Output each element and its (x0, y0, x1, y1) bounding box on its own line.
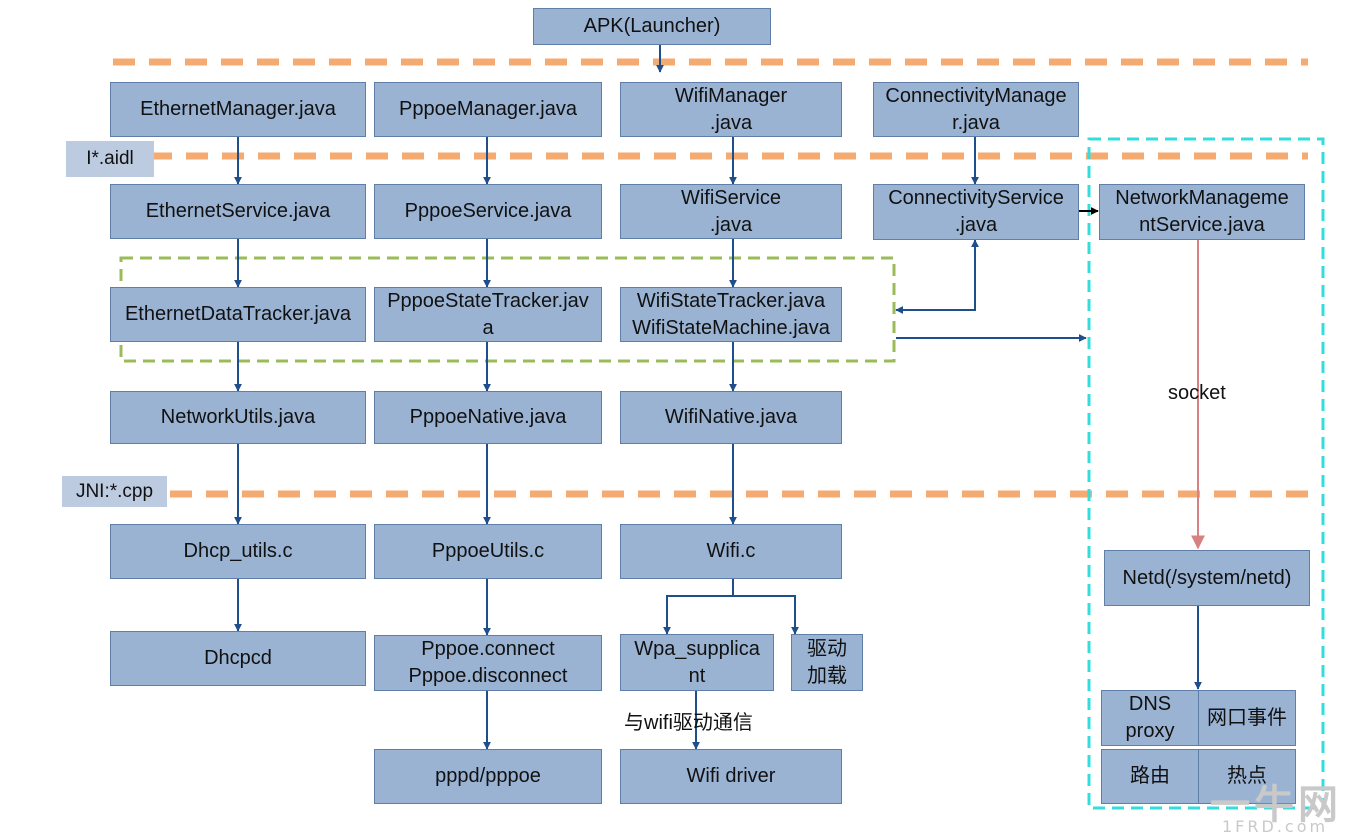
pppoe-utils-box: PppoeUtils.c (374, 524, 602, 579)
netd-group-border (1087, 137, 1325, 810)
hotspot-box: 热点 (1198, 749, 1296, 804)
dhcp-utils-box: Dhcp_utils.c (110, 524, 366, 579)
ethernet-manager-box: EthernetManager.java (110, 82, 366, 137)
dhcpcd-box: Dhcpcd (110, 631, 366, 686)
apk-launcher-box: APK(Launcher) (533, 8, 771, 45)
pppoe-manager-box: PppoeManager.java (374, 82, 602, 137)
network-utils-box: NetworkUtils.java (110, 391, 366, 444)
routing-box: 路由 (1101, 749, 1199, 804)
connectivity-service-box: ConnectivityService .java (873, 184, 1079, 240)
wifi-state-tracker-box: WifiStateTracker.java WifiStateMachine.j… (620, 287, 842, 342)
ethernet-data-tracker-box: EthernetDataTracker.java (110, 287, 366, 342)
pppoe-connect-box: Pppoe.connect Pppoe.disconnect (374, 635, 602, 691)
network-management-service-box: NetworkManageme ntService.java (1099, 184, 1305, 240)
socket-label: socket (1168, 382, 1226, 404)
dns-proxy-box: DNS proxy (1101, 690, 1199, 746)
wifi-native-box: WifiNative.java (620, 391, 842, 444)
jni-layer-label: JNI:*.cpp (62, 476, 167, 507)
watermark-logo: 一牛网 (1210, 782, 1342, 828)
pppd-pppoe-box: pppd/pppoe (374, 749, 602, 804)
interface-events-box: 网口事件 (1198, 690, 1296, 746)
netd-box: Netd(/system/netd) (1104, 550, 1310, 606)
pppoe-state-tracker-box: PppoeStateTracker.jav a (374, 287, 602, 342)
pppoe-native-box: PppoeNative.java (374, 391, 602, 444)
ethernet-service-box: EthernetService.java (110, 184, 366, 239)
wifi-driver-comm-label: 与wifi驱动通信 (624, 712, 753, 734)
wifi-manager-box: WifiManager .java (620, 82, 842, 137)
wifi-service-box: WifiService .java (620, 184, 842, 239)
wpa-supplicant-box: Wpa_supplica nt (620, 634, 774, 691)
aidl-layer-label: I*.aidl (66, 141, 154, 177)
connectivity-manager-box: ConnectivityManage r.java (873, 82, 1079, 137)
wifi-driver-box: Wifi driver (620, 749, 842, 804)
watermark-url: 1FRD.com (1222, 817, 1329, 836)
pppoe-service-box: PppoeService.java (374, 184, 602, 239)
driver-load-box: 驱动 加载 (791, 634, 863, 691)
wifi-c-box: Wifi.c (620, 524, 842, 579)
